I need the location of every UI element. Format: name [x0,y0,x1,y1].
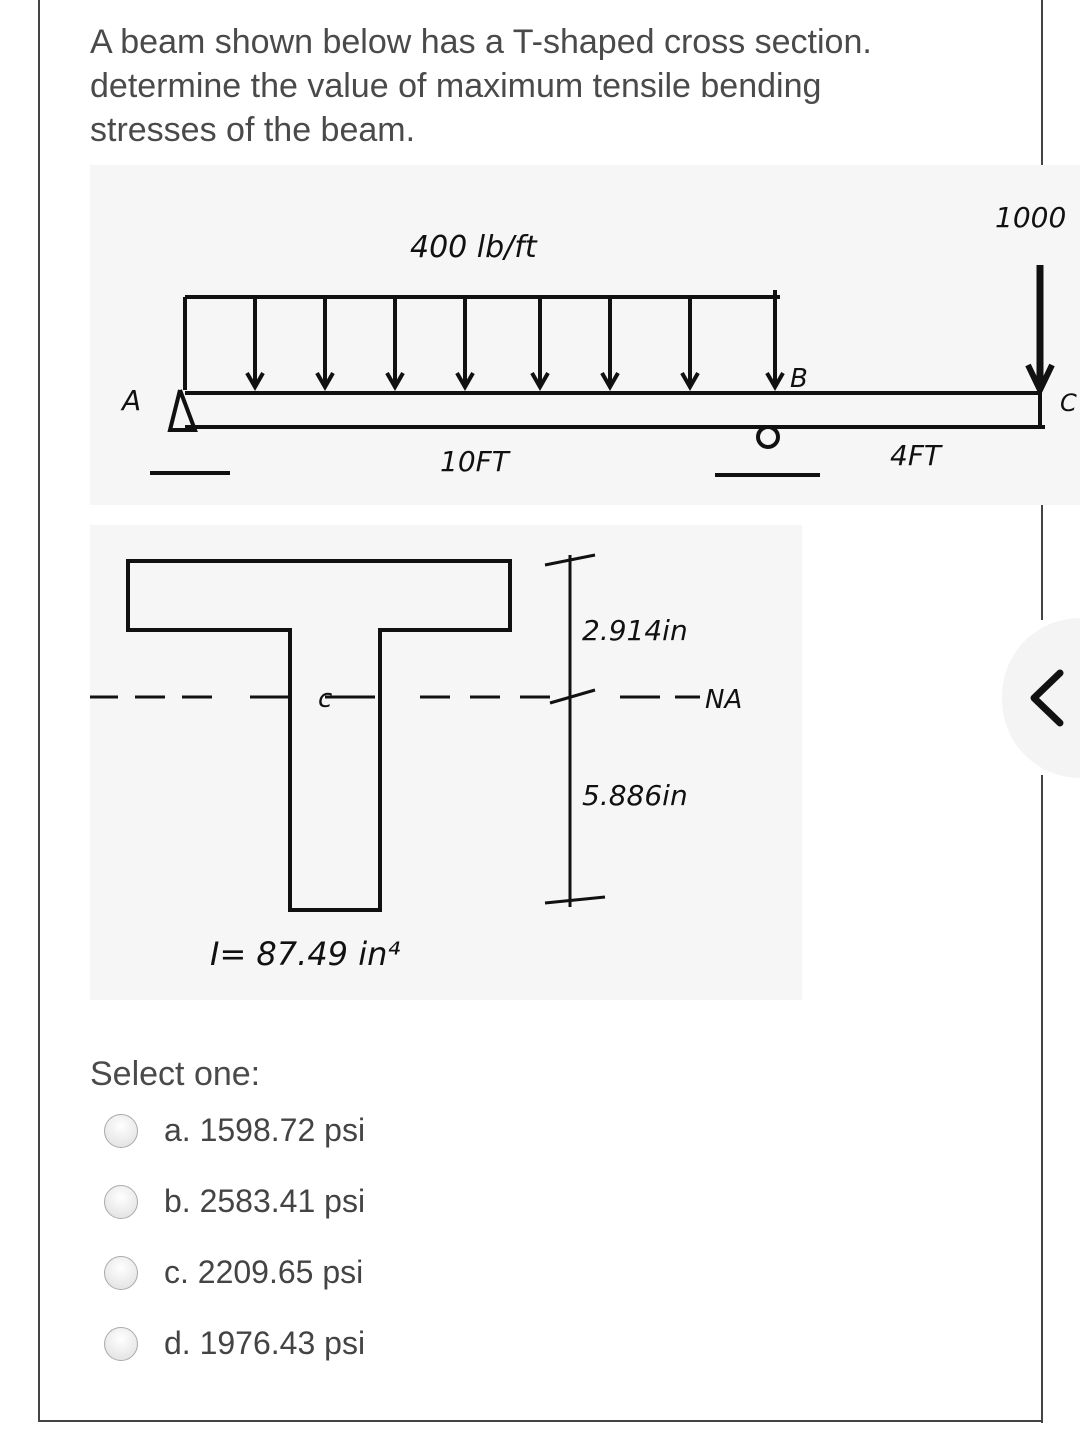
option-label: b. 2583.41 psi [164,1183,366,1219]
section-diagram: c 2.914in NA 5.886in I= 87.49 in⁴ [90,525,802,1000]
select-one-label: Select one: [90,1055,261,1093]
question-card [38,0,1042,1422]
distributed-load-label: 400 lb/ft [410,230,538,265]
question-text: A beam shown below has a T-shaped cross … [90,23,872,149]
card-border [1041,505,1043,620]
point-load-label: 1000 [995,201,1066,234]
inertia-label: I= 87.49 in⁴ [210,935,400,973]
option-a[interactable]: a. 1598.72 psi [104,1112,365,1149]
option-b[interactable]: b. 2583.41 psi [104,1183,365,1220]
card-border [1041,775,1043,1423]
option-d[interactable]: d. 1976.43 psi [104,1325,365,1362]
beam-diagram: 400 lb/ft A B C 10FT 4FT 1000 [90,165,1080,505]
back-button[interactable] [1002,618,1080,778]
bottom-distance-label: 5.886in [582,779,688,812]
radio-c[interactable] [104,1255,138,1290]
label-a: A [120,384,141,417]
radio-a[interactable] [104,1113,138,1148]
label-c: C [1060,389,1077,417]
top-distance-label: 2.914in [582,614,688,647]
centroid-label: c [318,684,332,714]
card-border [1041,0,1043,165]
option-label: d. 1976.43 psi [164,1325,366,1361]
radio-b[interactable] [104,1184,138,1219]
label-b: B [790,364,808,394]
option-c[interactable]: c. 2209.65 psi [104,1254,363,1291]
option-label: a. 1598.72 psi [164,1112,366,1148]
chevron-left-icon [1030,669,1064,727]
span-bc-label: 4FT [890,439,943,472]
neutral-axis-label: NA [705,685,742,715]
span-ab-label: 10FT [440,445,511,478]
radio-d[interactable] [104,1326,138,1361]
option-label: c. 2209.65 psi [164,1254,364,1290]
